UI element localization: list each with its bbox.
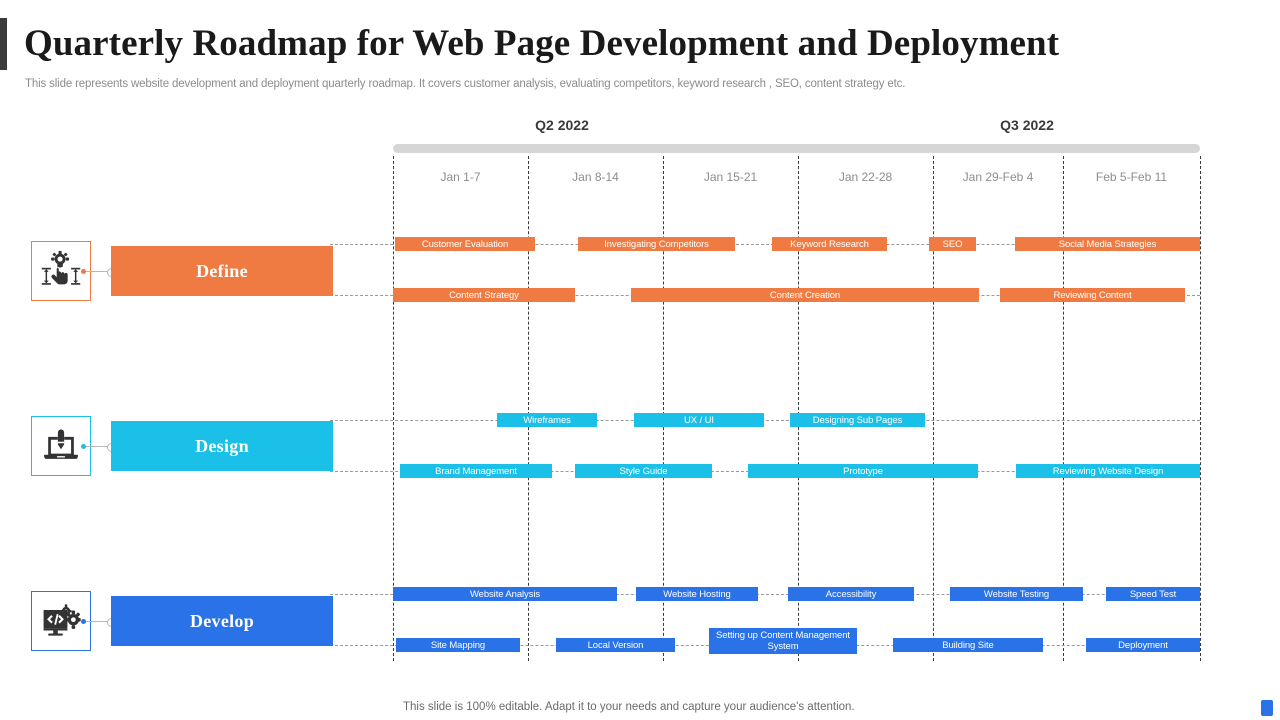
task-bar[interactable]: UX / UI <box>634 413 764 427</box>
gridline-1 <box>393 156 394 661</box>
page-title: Quarterly Roadmap for Web Page Developme… <box>24 23 1060 64</box>
task-bar[interactable]: Deployment <box>1086 638 1200 652</box>
task-bar[interactable]: Investigating Competitors <box>578 237 735 251</box>
task-bar[interactable]: Website Analysis <box>393 587 617 601</box>
lane-connector-develop-1 <box>330 594 1200 595</box>
task-bar[interactable]: Brand Management <box>400 464 552 478</box>
task-bar[interactable]: Accessibility <box>788 587 914 601</box>
week-label-6: Feb 5-Feb 11 <box>1095 170 1168 184</box>
task-bar[interactable]: Building Site <box>893 638 1043 652</box>
task-bar[interactable]: Speed Test <box>1106 587 1200 601</box>
quarter-label-2: Q3 2022 <box>1000 117 1054 133</box>
icon-chip-link-develop <box>83 621 111 622</box>
task-bar[interactable]: Reviewing Website Design <box>1016 464 1200 478</box>
week-label-1: Jan 1-7 <box>440 170 481 184</box>
icon-chip-link-define <box>83 271 111 272</box>
timeline-bar <box>393 144 1200 153</box>
task-bar[interactable]: SEO <box>929 237 976 251</box>
task-bar[interactable]: Reviewing Content <box>1000 288 1185 302</box>
week-label-5: Jan 29-Feb 4 <box>962 170 1034 184</box>
week-label-2: Jan 8-14 <box>572 170 619 184</box>
title-accent-bar <box>0 18 7 70</box>
task-bar[interactable]: Keyword Research <box>772 237 887 251</box>
icon-chip-link-design <box>83 446 111 447</box>
week-label-4: Jan 22-28 <box>838 170 893 184</box>
footer-note: This slide is 100% editable. Adapt it to… <box>403 701 855 713</box>
page-subtitle: This slide represents website developmen… <box>25 78 906 90</box>
category-icon-box-develop <box>31 591 91 651</box>
monitor-code-gear-icon <box>32 599 90 643</box>
gridline-2 <box>528 156 529 661</box>
task-bar[interactable]: Style Guide <box>575 464 712 478</box>
task-bar[interactable]: Customer Evaluation <box>395 237 535 251</box>
task-bar[interactable]: Wireframes <box>497 413 597 427</box>
task-bar[interactable]: Website Testing <box>950 587 1083 601</box>
icon-link-dot-develop <box>81 619 86 624</box>
task-bar[interactable]: Prototype <box>748 464 978 478</box>
week-label-3: Jan 15-21 <box>703 170 758 184</box>
gridline-7 <box>1200 156 1201 661</box>
gear-hand-icon <box>32 249 90 293</box>
gridline-6 <box>1063 156 1064 661</box>
footer-marker <box>1261 700 1273 716</box>
gridline-5 <box>933 156 934 661</box>
category-chip-develop[interactable]: Develop <box>111 596 333 646</box>
icon-link-dot-define <box>81 269 86 274</box>
task-bar[interactable]: Designing Sub Pages <box>790 413 925 427</box>
task-bar[interactable]: Setting up Content Management System <box>709 628 857 654</box>
task-bar[interactable]: Content Strategy <box>393 288 575 302</box>
task-bar[interactable]: Local Version <box>556 638 675 652</box>
task-bar[interactable]: Site Mapping <box>396 638 520 652</box>
gridline-4 <box>798 156 799 661</box>
category-chip-design[interactable]: Design <box>111 421 333 471</box>
quarter-label-1: Q2 2022 <box>535 117 589 133</box>
task-bar[interactable]: Content Creation <box>631 288 979 302</box>
icon-link-dot-design <box>81 444 86 449</box>
task-bar[interactable]: Website Hosting <box>636 587 758 601</box>
category-chip-define[interactable]: Define <box>111 246 333 296</box>
task-bar[interactable]: Social Media Strategies <box>1015 237 1200 251</box>
lane-connector-design-1 <box>330 420 1200 421</box>
gridline-3 <box>663 156 664 661</box>
lane-connector-define-1 <box>330 244 1200 245</box>
laptop-pen-icon <box>32 424 90 468</box>
